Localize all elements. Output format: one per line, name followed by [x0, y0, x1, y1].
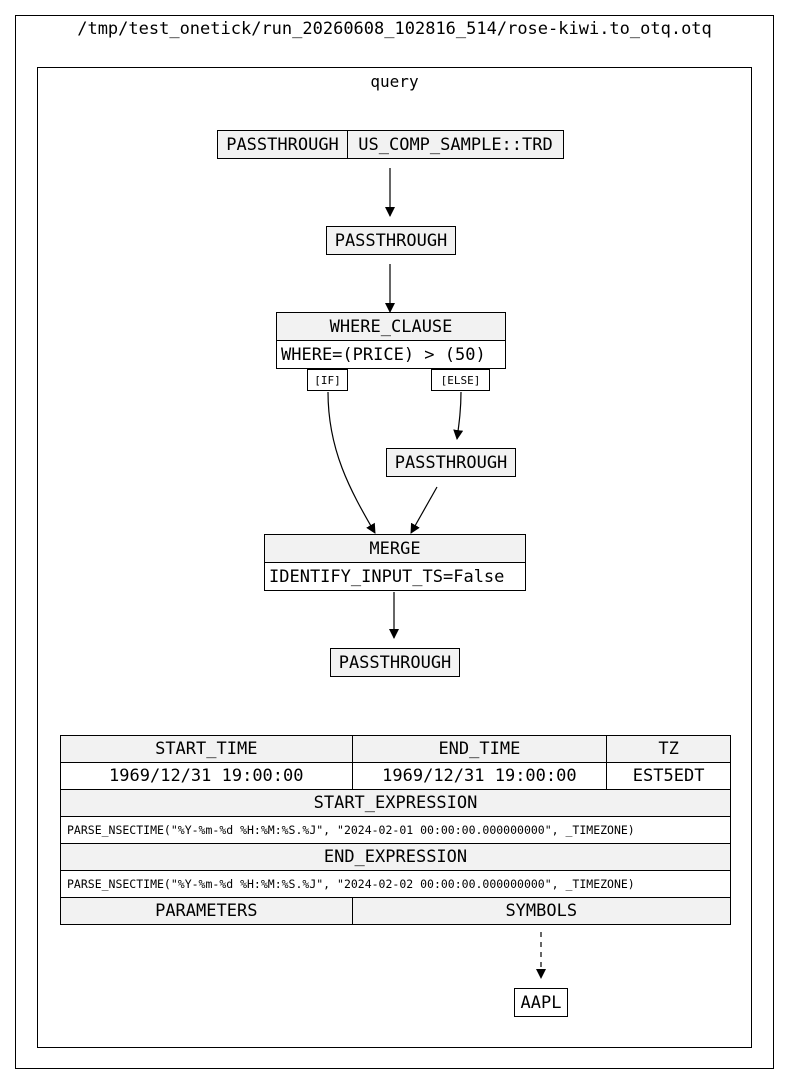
query-title: query	[370, 72, 419, 91]
query-frame	[37, 67, 752, 1048]
start-time-value: 1969/12/31 19:00:00	[60, 762, 353, 790]
edge-where-else-to-passthrough	[453, 391, 464, 440]
start-expression-header: START_EXPRESSION	[60, 789, 731, 817]
passthrough-node-1[interactable]: PASSTHROUGH	[326, 226, 456, 255]
where-clause-param: WHERE=(PRICE) > (50)	[277, 340, 505, 368]
merge-ep: MERGE	[265, 535, 525, 562]
passthrough-node-out[interactable]: PASSTHROUGH	[330, 648, 460, 677]
end-time-value: 1969/12/31 19:00:00	[351, 762, 608, 790]
source-node[interactable]: PASSTHROUGH US_COMP_SAMPLE::TRD	[217, 130, 564, 159]
file-frame	[15, 15, 774, 1069]
source-node-ep: PASSTHROUGH	[218, 131, 347, 158]
where-clause-port-else: [ELSE]	[431, 369, 490, 391]
passthrough-node-else[interactable]: PASSTHROUGH	[386, 448, 516, 477]
edge-passthrough-else-to-merge	[410, 486, 438, 534]
where-clause-ep: WHERE_CLAUSE	[277, 313, 505, 340]
tz-value: EST5EDT	[606, 762, 731, 790]
symbols-header: SYMBOLS	[351, 897, 732, 925]
query-params-table: START_TIME END_TIME TZ 1969/12/31 19:00:…	[60, 735, 732, 925]
where-clause-node[interactable]: WHERE_CLAUSE WHERE=(PRICE) > (50)	[276, 312, 506, 369]
source-node-tick-type: US_COMP_SAMPLE::TRD	[347, 131, 563, 158]
merge-param: IDENTIFY_INPUT_TS=False	[265, 562, 525, 590]
parameters-header: PARAMETERS	[60, 897, 353, 925]
tz-header: TZ	[606, 735, 731, 763]
end-expression-value: PARSE_NSECTIME("%Y-%m-%d %H:%M:%S.%J", "…	[60, 870, 731, 898]
end-expression-header: END_EXPRESSION	[60, 843, 731, 871]
where-clause-port-if: [IF]	[307, 369, 348, 391]
file-path-title: /tmp/test_onetick/run_20260608_102816_51…	[77, 19, 712, 39]
end-time-header: END_TIME	[351, 735, 608, 763]
merge-node[interactable]: MERGE IDENTIFY_INPUT_TS=False	[264, 534, 526, 591]
symbol-node-aapl[interactable]: AAPL	[514, 988, 568, 1017]
edge-where-if-to-merge	[327, 391, 376, 534]
